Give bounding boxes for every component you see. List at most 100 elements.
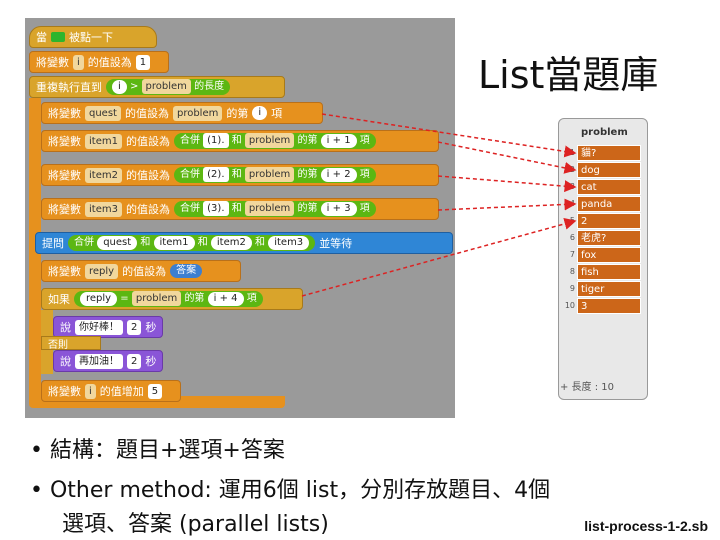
- block-label: 的第: [226, 107, 249, 120]
- block-label: 的第: [297, 135, 318, 146]
- change-i-block[interactable]: 將變數 i 的值增加 5: [41, 380, 181, 402]
- var-reporter: item3: [268, 236, 310, 250]
- set-item3-block[interactable]: 將變數 item3 的值設為 合併 (3). 和 problem 的第 i + …: [41, 198, 439, 220]
- list-value: panda: [577, 196, 641, 212]
- list-value: 2: [577, 213, 641, 229]
- list-index: 6: [569, 233, 575, 242]
- list-index: 10: [564, 301, 575, 310]
- source-file-label: list-process-1-2.sb: [584, 518, 708, 534]
- list-dropdown[interactable]: problem: [244, 167, 295, 182]
- list-dropdown[interactable]: problem: [131, 291, 182, 306]
- number-input[interactable]: 1: [344, 135, 351, 146]
- set-reply-block[interactable]: 將變數 reply 的值設為 答案: [41, 260, 241, 282]
- bullet-2: • Other method: 運用6個 list，分別存放題目、4個: [30, 478, 551, 503]
- value-input[interactable]: 5: [147, 383, 163, 399]
- block-label: 項: [246, 293, 257, 304]
- operator: >: [129, 81, 139, 92]
- say-no-block[interactable]: 說 再加油！ 2 秒: [53, 350, 163, 372]
- block-label: 和: [197, 237, 208, 248]
- var-dropdown[interactable]: item2: [85, 167, 122, 183]
- plus-reporter[interactable]: i + 4: [207, 292, 244, 306]
- var-dropdown[interactable]: item3: [85, 201, 122, 217]
- block-label: 的值增加: [99, 385, 144, 398]
- var-dropdown[interactable]: reply: [85, 263, 119, 279]
- block-label: 秒: [145, 355, 157, 368]
- text-input[interactable]: 你好棒！: [75, 319, 123, 335]
- join-reporter[interactable]: 合併 (1). 和 problem 的第 i + 1 項: [173, 133, 376, 149]
- text-input[interactable]: (3).: [203, 201, 229, 216]
- plus-reporter[interactable]: i + 2: [320, 168, 357, 182]
- block-label: 將變數: [48, 107, 81, 120]
- var-reporter: i: [252, 106, 268, 120]
- condition-slot[interactable]: i > problem 的長度: [106, 79, 231, 95]
- block-label: 項: [359, 135, 370, 146]
- block-label: 的值設為: [87, 56, 132, 69]
- condition-slot[interactable]: reply = problem 的第 i + 4 項: [74, 291, 263, 307]
- number-input[interactable]: 2: [127, 319, 142, 335]
- value-input[interactable]: 1: [135, 54, 151, 70]
- bullet-1: • 結構：題目+選項+答案: [30, 438, 285, 463]
- text-input[interactable]: 再加油！: [75, 353, 123, 369]
- number-input[interactable]: 2: [127, 353, 142, 369]
- var-dropdown[interactable]: item1: [85, 133, 122, 149]
- operator: +: [332, 135, 341, 146]
- set-i-block[interactable]: 將變數 i 的值設為 1: [29, 51, 169, 73]
- var-dropdown[interactable]: i: [85, 383, 96, 399]
- arrow-item1-to-item2: [437, 141, 577, 174]
- operator: +: [332, 169, 341, 180]
- number-input[interactable]: 3: [344, 203, 351, 214]
- number-input[interactable]: 2: [344, 169, 351, 180]
- join-reporter[interactable]: 合併 quest 和 item1 和 item2 和 item3: [68, 235, 316, 251]
- plus-reporter[interactable]: i + 3: [320, 202, 357, 216]
- block-label: 和: [231, 203, 242, 214]
- list-dropdown[interactable]: problem: [244, 133, 295, 148]
- number-input[interactable]: 4: [231, 293, 238, 304]
- block-label: 將變數: [48, 135, 81, 148]
- join-reporter[interactable]: 合併 (2). 和 problem 的第 i + 2 項: [173, 167, 376, 183]
- script-area: 當 被點一下 將變數 i 的值設為 1 重複執行直到 i > problem 的…: [25, 18, 455, 418]
- list-dropdown[interactable]: problem: [244, 201, 295, 216]
- block-label: 合併: [179, 203, 200, 214]
- list-dropdown[interactable]: problem: [141, 79, 191, 94]
- block-label: 如果: [48, 293, 70, 306]
- set-item2-block[interactable]: 將變數 item2 的值設為 合併 (2). 和 problem 的第 i + …: [41, 164, 439, 186]
- block-label: 的值設為: [125, 203, 170, 216]
- operator: =: [120, 293, 129, 304]
- text-input[interactable]: (1).: [203, 133, 229, 148]
- var-reporter: i: [326, 203, 330, 214]
- ask-and-wait-block[interactable]: 提問 合併 quest 和 item1 和 item2 和 item3 並等待: [35, 232, 453, 254]
- say-yes-block[interactable]: 說 你好棒！ 2 秒: [53, 316, 163, 338]
- var-dropdown[interactable]: i: [73, 54, 84, 70]
- block-label: 說: [60, 355, 71, 368]
- if-else-block[interactable]: 如果 reply = problem 的第 i + 4 項: [41, 288, 303, 310]
- operator: +: [332, 203, 341, 214]
- block-label: 項: [271, 107, 283, 120]
- list-value: 3: [577, 298, 641, 314]
- list-dropdown[interactable]: problem: [172, 105, 223, 121]
- block-label: 合併: [179, 169, 200, 180]
- arrow-item2-to-item3: [437, 175, 577, 193]
- block-label: 項: [359, 169, 370, 180]
- join-reporter[interactable]: 合併 (3). 和 problem 的第 i + 3 項: [173, 201, 376, 217]
- var-reporter: item1: [153, 236, 195, 250]
- when-flag-clicked-block[interactable]: 當 被點一下: [29, 26, 157, 48]
- hat-suffix: 被點一下: [69, 31, 113, 44]
- plus-reporter[interactable]: i + 1: [320, 134, 357, 148]
- block-label: 並等待: [319, 237, 353, 250]
- block-label: 和: [231, 135, 242, 146]
- repeat-until-block[interactable]: 重複執行直到 i > problem 的長度: [29, 76, 285, 98]
- answer-reporter: 答案: [170, 264, 203, 278]
- set-quest-block[interactable]: 將變數 quest 的值設為 problem 的第 i 項: [41, 102, 323, 124]
- text-input[interactable]: (2).: [203, 167, 229, 182]
- var-reporter: i: [326, 135, 330, 146]
- list-value: 老虎?: [577, 230, 641, 246]
- var-dropdown[interactable]: quest: [85, 105, 121, 121]
- set-item1-block[interactable]: 將變數 item1 的值設為 合併 (1). 和 problem 的第 i + …: [41, 130, 439, 152]
